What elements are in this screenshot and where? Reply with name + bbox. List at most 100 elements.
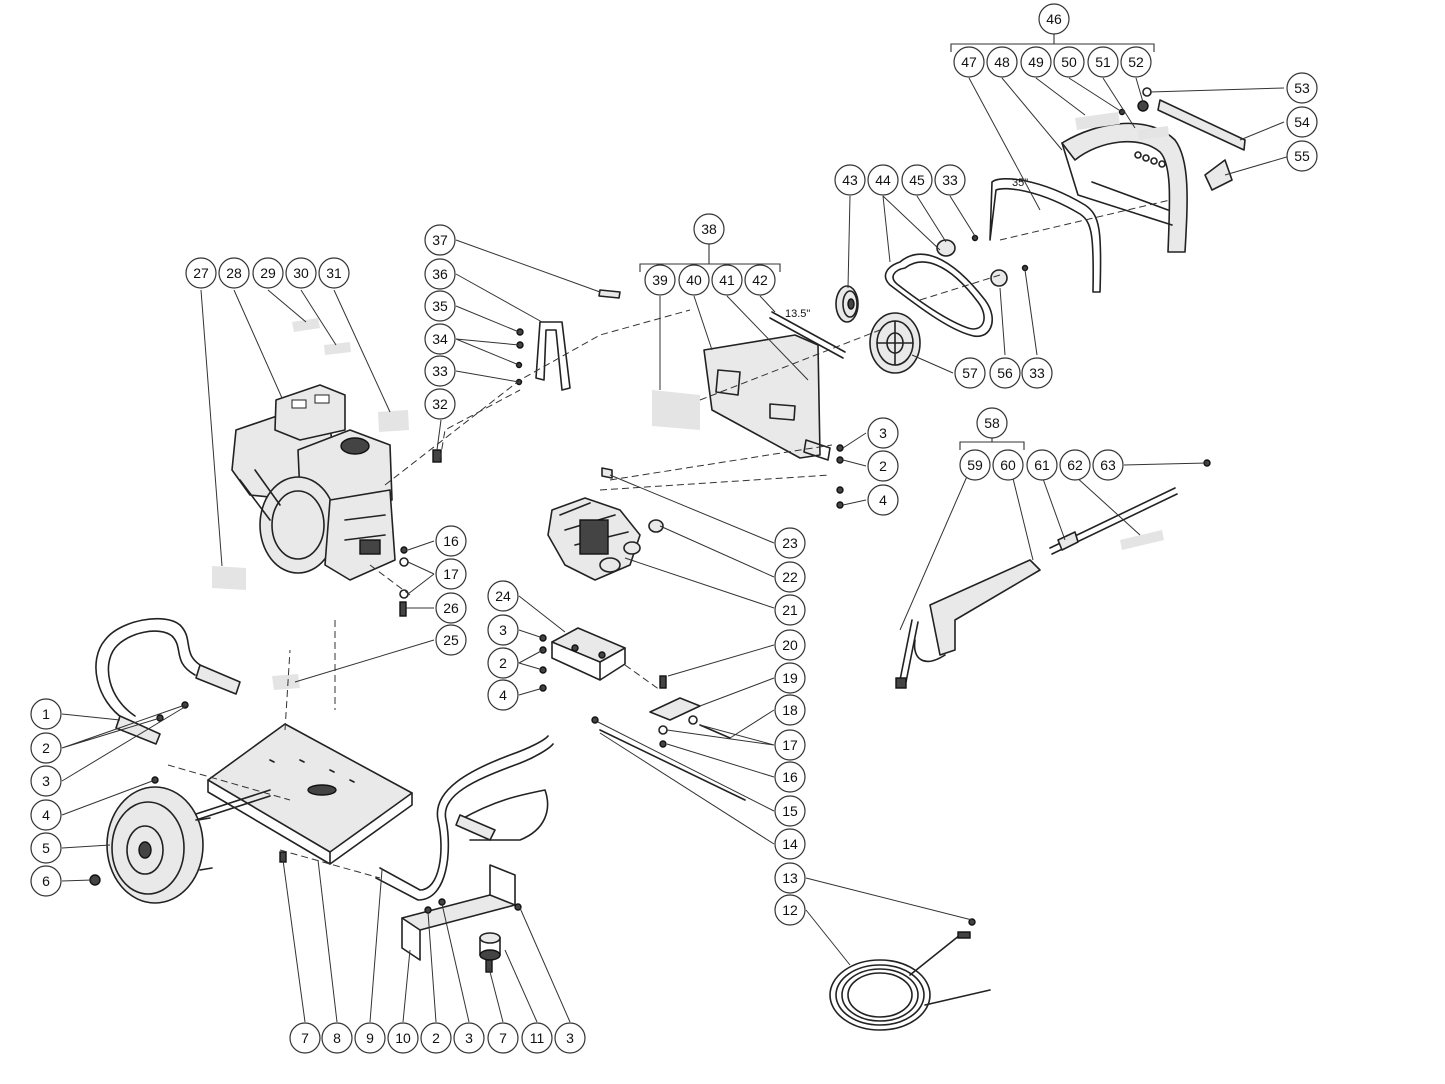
callout-circle — [693, 213, 725, 245]
callout-number: 4 — [879, 492, 887, 508]
callout-c3e: 3 — [554, 1022, 586, 1054]
nozzle-decal-62 — [1120, 530, 1164, 550]
engine-decal-30 — [324, 342, 351, 355]
callout-number: 41 — [719, 272, 735, 288]
callout-c3d: 3 — [453, 1022, 485, 1054]
callout-c11: 11 — [521, 1022, 553, 1054]
pump-fitting-22 — [648, 519, 664, 533]
engine-decal-31 — [378, 410, 409, 432]
callout-circle — [934, 164, 966, 196]
callout-c61: 61 — [1026, 449, 1058, 481]
belt-guard-back-plate — [989, 177, 1102, 293]
callout-number: 45 — [909, 172, 925, 188]
callout-c39: 39 — [644, 264, 676, 296]
callout-circle — [774, 561, 806, 593]
hose-14 — [599, 729, 746, 801]
callout-circle — [318, 257, 350, 289]
callout-circle — [30, 865, 62, 897]
callout-circle — [435, 558, 467, 590]
rear-frame-tube — [375, 735, 554, 901]
frame-decal-25 — [272, 674, 300, 690]
callout-number: 33 — [432, 363, 448, 379]
guard-bracket-55 — [1204, 159, 1233, 191]
callout-number: 4 — [42, 807, 50, 823]
callout-circle — [1120, 46, 1152, 78]
callout-number: 24 — [495, 588, 511, 604]
callout-circle — [30, 732, 62, 764]
callout-c59: 59 — [959, 449, 991, 481]
callout-number: 58 — [984, 415, 1000, 431]
high-pressure-hose — [829, 931, 991, 1031]
callout-c31: 31 — [318, 257, 350, 289]
callout-number: 26 — [443, 600, 459, 616]
callout-c4c: 4 — [30, 799, 62, 831]
callout-number: 5 — [42, 840, 50, 856]
engine-decal-29 — [292, 318, 320, 332]
callout-circle — [744, 264, 776, 296]
callout-number: 8 — [333, 1030, 341, 1046]
callout-c19: 19 — [774, 662, 806, 694]
key-shaft — [769, 311, 846, 359]
callout-circle — [976, 407, 1008, 439]
callout-c7a: 7 — [289, 1022, 321, 1054]
callout-c20: 20 — [774, 629, 806, 661]
callout-circle — [487, 647, 519, 679]
callout-number: 38 — [701, 221, 717, 237]
callout-circle — [992, 449, 1024, 481]
callout-c49: 49 — [1020, 46, 1052, 78]
callout-c47: 47 — [953, 46, 985, 78]
callout-circle — [711, 264, 743, 296]
belt-guard — [1061, 122, 1188, 253]
callout-circle — [1020, 46, 1052, 78]
callout-number: 3 — [879, 425, 887, 441]
callout-circle — [774, 795, 806, 827]
callout-number: 62 — [1067, 457, 1083, 473]
callout-c16b: 16 — [774, 761, 806, 793]
callout-number: 10 — [395, 1030, 411, 1046]
callout-circle — [774, 729, 806, 761]
callout-circle — [218, 257, 250, 289]
callout-circle — [487, 679, 519, 711]
callout-number: 2 — [432, 1030, 440, 1046]
callout-c2b: 2 — [487, 647, 519, 679]
callout-number: 3 — [566, 1030, 574, 1046]
callout-number: 40 — [686, 272, 702, 288]
callout-circle — [424, 290, 456, 322]
callout-c58: 58 — [976, 407, 1008, 439]
callout-circle — [424, 355, 456, 387]
callout-circle — [774, 894, 806, 926]
callout-number: 51 — [1095, 54, 1111, 70]
callout-number: 27 — [193, 265, 209, 281]
callout-c3c: 3 — [30, 765, 62, 797]
taper-bushing — [936, 239, 956, 257]
callout-number: 36 — [432, 266, 448, 282]
callout-number: 1 — [42, 706, 50, 722]
pump-bracket — [551, 627, 626, 681]
callout-circle — [834, 164, 866, 196]
callout-c18: 18 — [774, 694, 806, 726]
callout-number: 2 — [499, 655, 507, 671]
callout-c45: 45 — [901, 164, 933, 196]
parts-artwork: 35" 13.5" — [89, 34, 1246, 1031]
callout-number: 50 — [1061, 54, 1077, 70]
callout-circle — [989, 357, 1021, 389]
callout-c44: 44 — [867, 164, 899, 196]
callout-number: 37 — [432, 232, 448, 248]
callout-circle — [252, 257, 284, 289]
callout-number: 9 — [366, 1030, 374, 1046]
callout-number: 3 — [42, 773, 50, 789]
callout-number: 28 — [226, 265, 242, 281]
callout-circle — [487, 580, 519, 612]
pressure-pump — [547, 497, 641, 581]
callout-circle — [774, 761, 806, 793]
callout-number: 35 — [432, 298, 448, 314]
callout-c16a: 16 — [435, 525, 467, 557]
callout-number: 53 — [1294, 80, 1310, 96]
callout-c51: 51 — [1087, 46, 1119, 78]
callout-c21: 21 — [774, 594, 806, 626]
drive-belt — [884, 253, 994, 338]
callout-c27: 27 — [185, 257, 217, 289]
callout-number: 59 — [967, 457, 983, 473]
guard-screw-53 — [1142, 87, 1152, 97]
callout-number: 47 — [961, 54, 977, 70]
